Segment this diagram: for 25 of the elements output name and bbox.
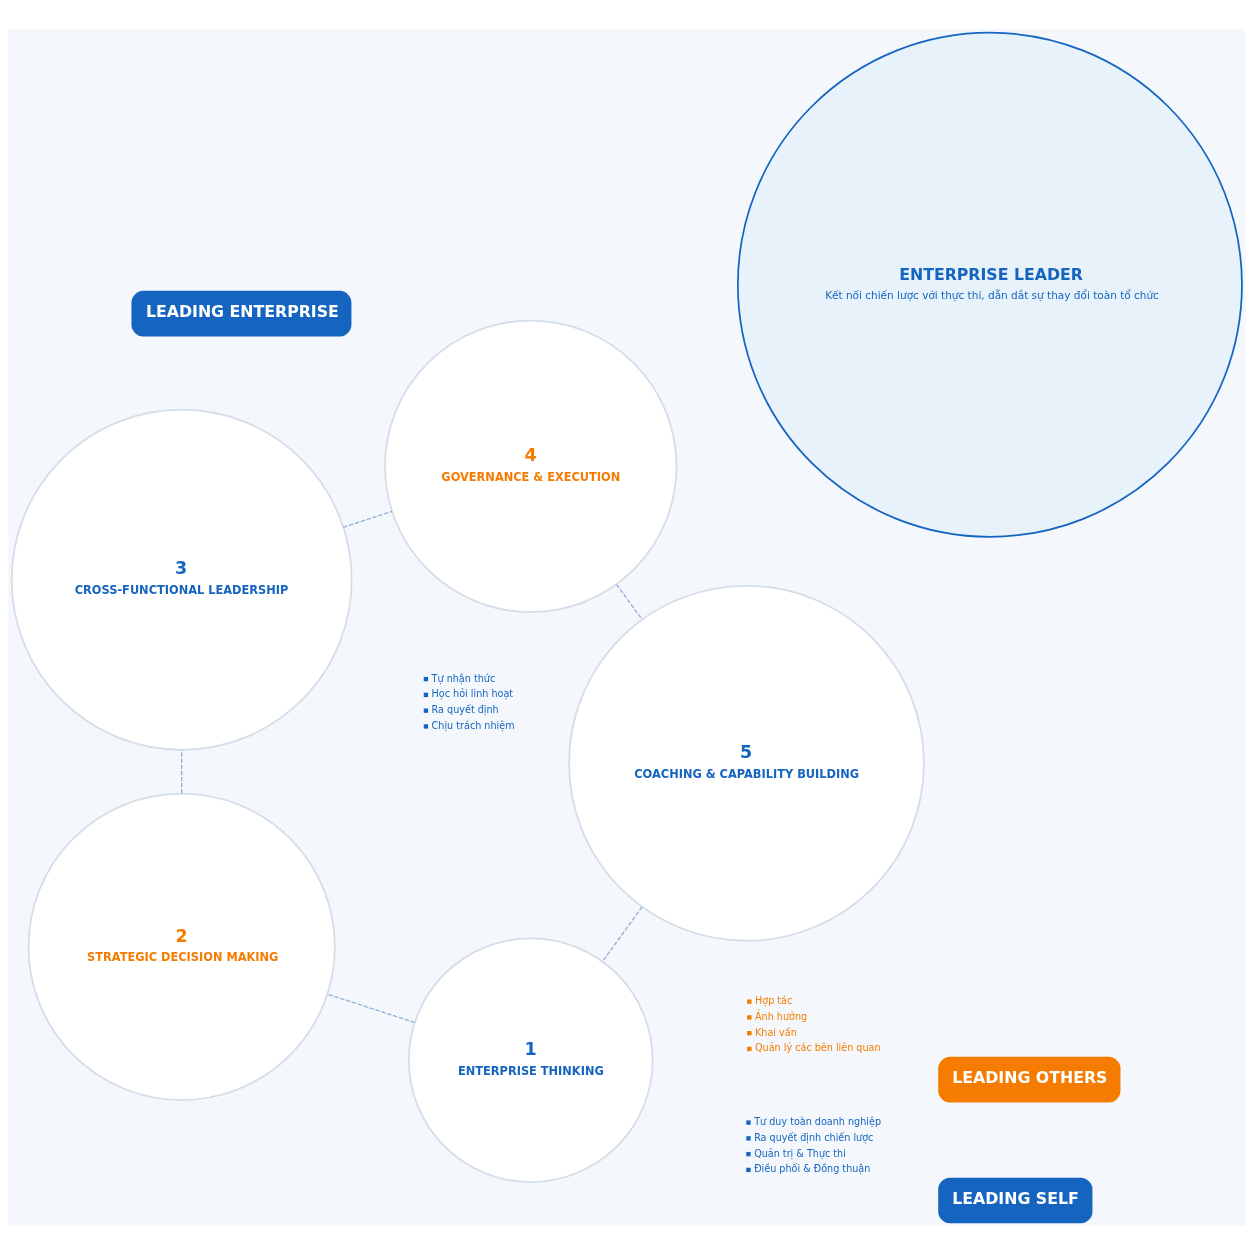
- node-circle: 2 STRATEGIC DECISION MAKING: [27, 792, 336, 1101]
- node-label: Ra quyết định chiến lược: [754, 1131, 874, 1143]
- node-label: Ảnh hưởng: [755, 1010, 808, 1022]
- node-label: Ra quyết định: [431, 703, 499, 715]
- node-box: LEADING ENTERPRISE: [131, 290, 352, 336]
- node-label: Quản trị & Thực thi: [754, 1147, 846, 1159]
- node-label: Học hỏi linh hoạt: [431, 687, 514, 699]
- connector: [615, 583, 643, 620]
- node-circle: ENTERPRISE LEADER Kết nối chiến lược với thực thi, dẫn dắt sự thay đổi toàn tổ chức: [737, 31, 1243, 538]
- node-label: Tư duy toàn doanh nghiệp: [754, 1115, 882, 1127]
- node-label: Hợp tác: [755, 994, 793, 1006]
- connector: [602, 905, 643, 962]
- node-label: Tự nhận thức: [431, 672, 496, 684]
- node-label: Khai vấn: [755, 1026, 797, 1038]
- connector: [326, 993, 416, 1023]
- node-label: Quản lý các bên liên quan: [755, 1041, 881, 1053]
- node-circle: 1 ENTERPRISE THINKING: [407, 936, 654, 1183]
- node-label: Chịu trách nhiệm: [431, 719, 515, 731]
- node-box: LEADING OTHERS: [938, 1056, 1121, 1102]
- node-label: Điều phối & Đồng thuận: [754, 1162, 871, 1174]
- connector: [342, 510, 393, 528]
- node-circle: 3 CROSS-FUNCTIONAL LEADERSHIP: [10, 408, 353, 751]
- node-box: LEADING SELF: [938, 1177, 1093, 1223]
- connector: [181, 748, 183, 794]
- node-circle: 4 GOVERNANCE & EXECUTION: [384, 319, 678, 613]
